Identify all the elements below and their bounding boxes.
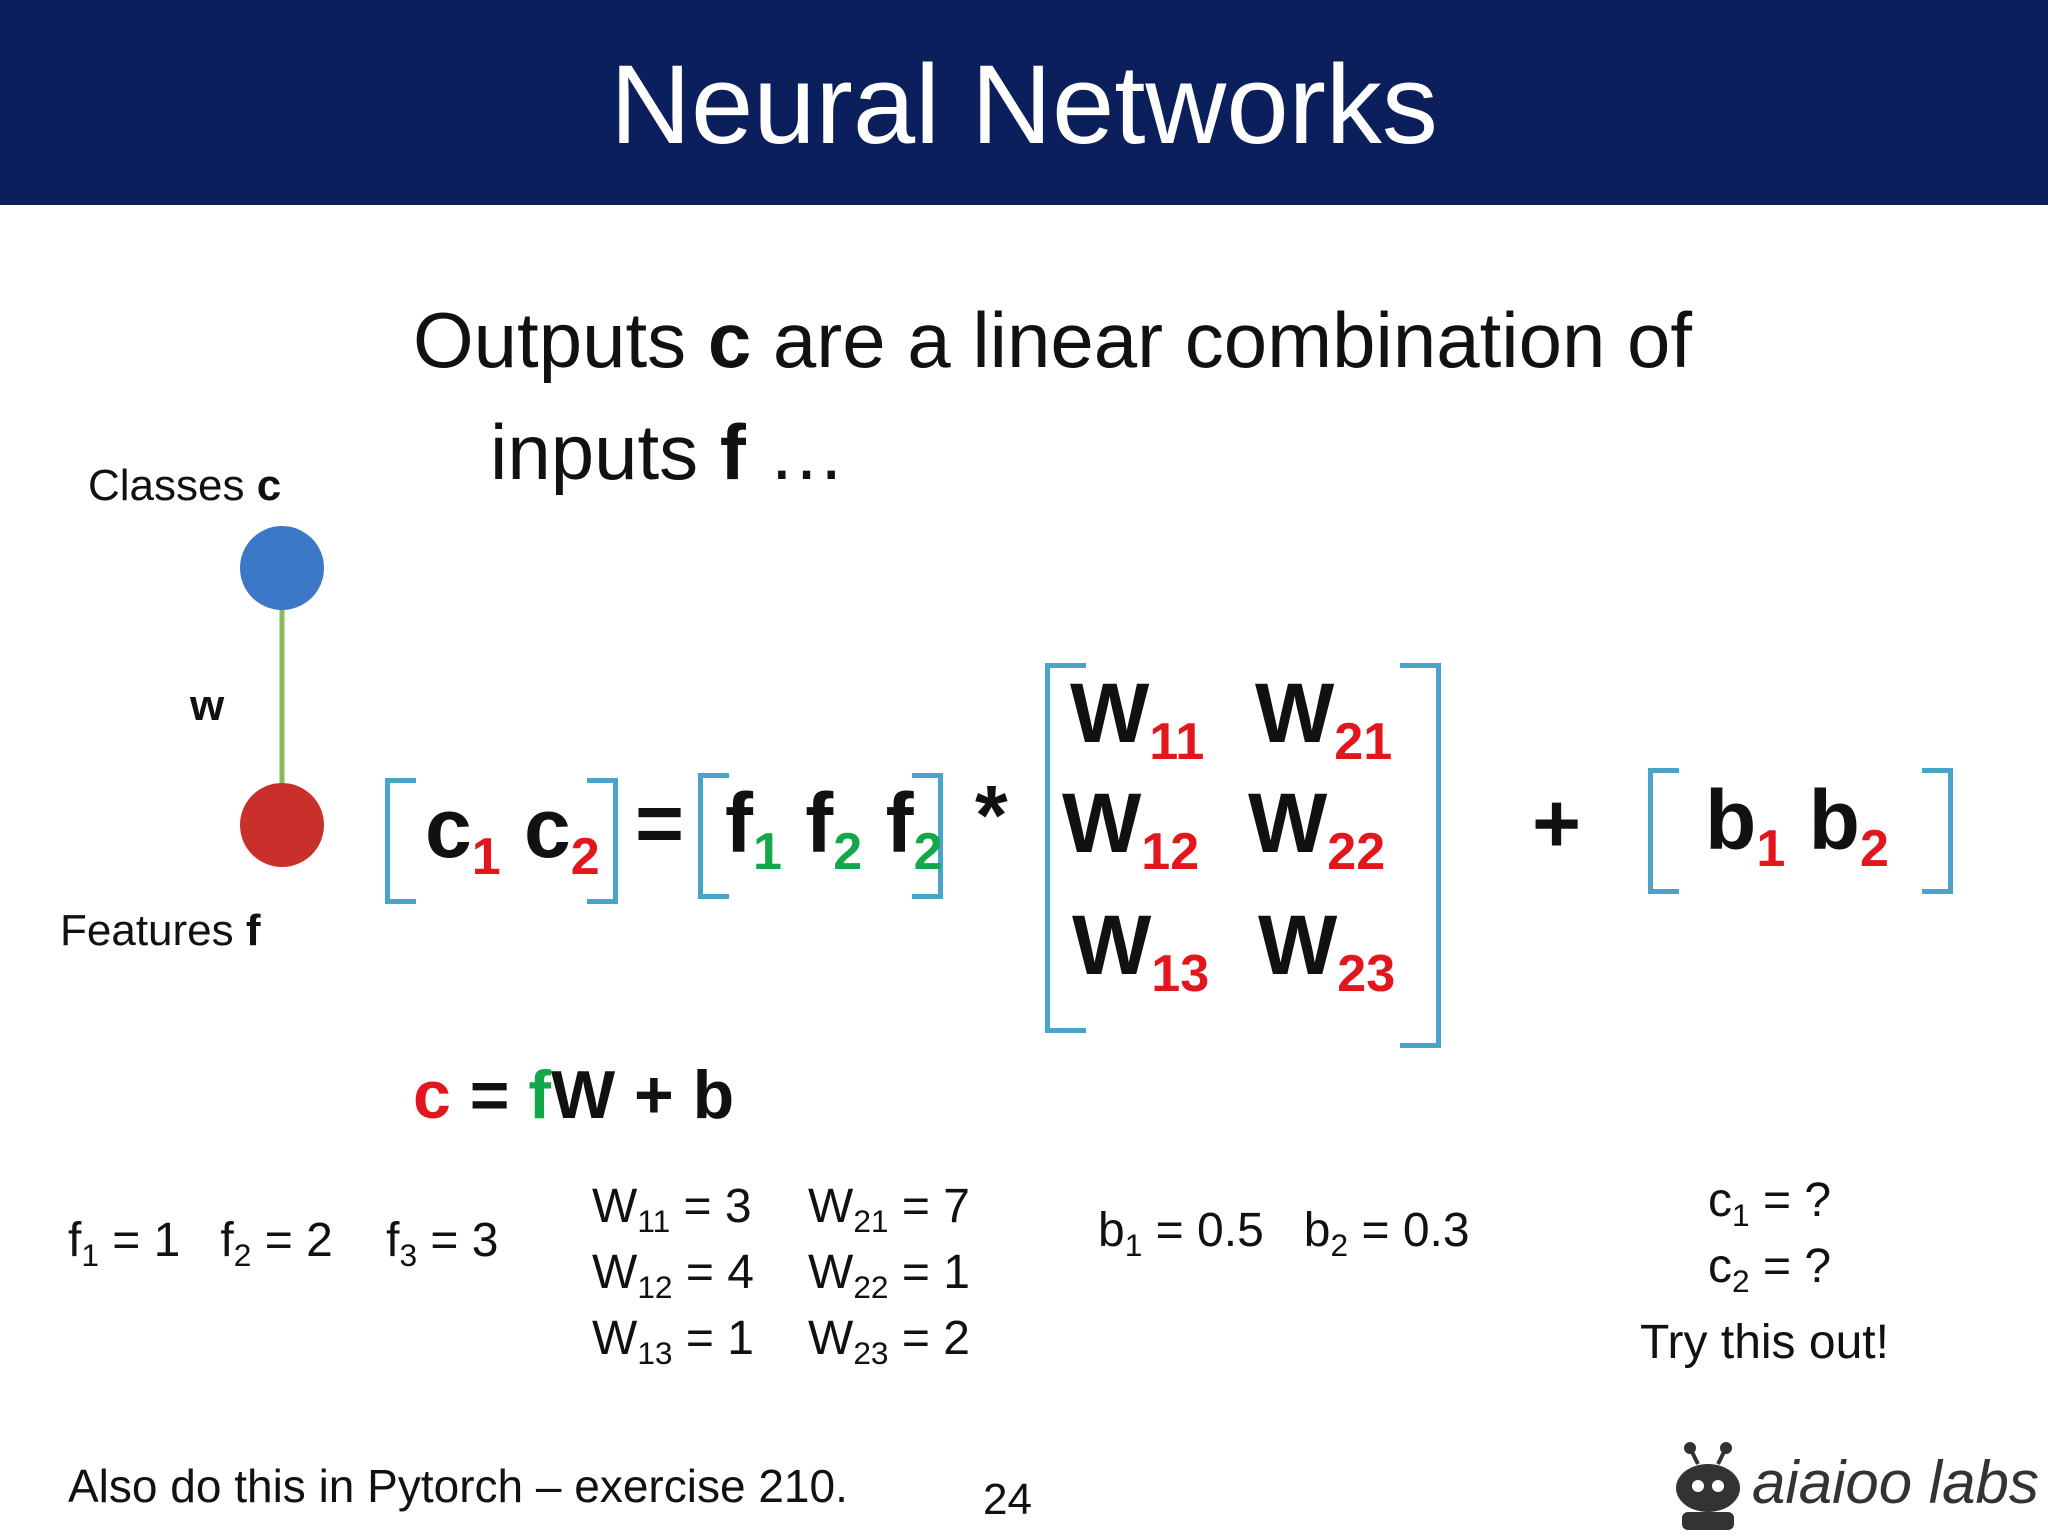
equals-sign: = <box>635 776 685 870</box>
classes-label: Classes c <box>88 461 282 510</box>
w13: W13 <box>1072 898 1210 1003</box>
page-number: 24 <box>983 1475 1032 1524</box>
robot-logo-icon <box>1676 1442 1740 1530</box>
bias-vector: b1 b2 <box>1705 773 1889 878</box>
output-vector: c1 c2 <box>425 781 600 886</box>
feature-values: f1 = 1 f2 = 2 f3 = 3 <box>68 1214 499 1273</box>
footer-note: Also do this in Pytorch – exercise 210. <box>68 1460 848 1512</box>
slide-title: Neural Networks <box>610 42 1438 167</box>
w-bracket-right <box>1400 663 1441 1048</box>
b-bracket-right <box>1922 768 1953 894</box>
w-bracket-left <box>1045 663 1086 1033</box>
bias-values: b1 = 0.5 b2 = 0.3 <box>1098 1204 1470 1263</box>
weight-values-right: W21 = 7 W22 = 1 W23 = 2 <box>808 1180 970 1371</box>
feature-node <box>240 783 324 867</box>
w22: W22 <box>1248 776 1386 881</box>
w11: W11 <box>1070 666 1205 771</box>
w23: W23 <box>1258 898 1396 1003</box>
multiply-sign: * <box>975 768 1008 862</box>
lead-line-2: inputs f … <box>490 408 846 496</box>
brand-logo-text: aiaioo labs <box>1752 1449 2039 1516</box>
network-diagram <box>240 526 324 867</box>
c-bracket-right <box>587 778 618 904</box>
lead-line-1: Outputs c are a linear combination of <box>413 296 1693 384</box>
feature-vector: f1 f2 f2 <box>725 776 943 881</box>
plus-sign: + <box>1532 776 1582 870</box>
f-bracket-left <box>698 773 729 899</box>
formula: c = fW + b <box>413 1057 735 1133</box>
features-label: Features f <box>60 906 261 955</box>
f-bracket-right <box>912 773 943 899</box>
w21: W21 <box>1255 666 1393 771</box>
weight-values-left: W11 = 3 W12 = 4 W13 = 1 <box>592 1180 754 1371</box>
b-bracket-left <box>1648 768 1679 894</box>
weight-label: w <box>190 681 225 730</box>
try-this-out: Try this out! <box>1640 1316 1889 1369</box>
class-node <box>240 526 324 610</box>
w12: W12 <box>1062 776 1200 881</box>
output-questions: c1 = ? c2 = ? <box>1708 1174 1832 1299</box>
title-bar <box>0 0 2048 205</box>
c-bracket-left <box>385 778 416 904</box>
